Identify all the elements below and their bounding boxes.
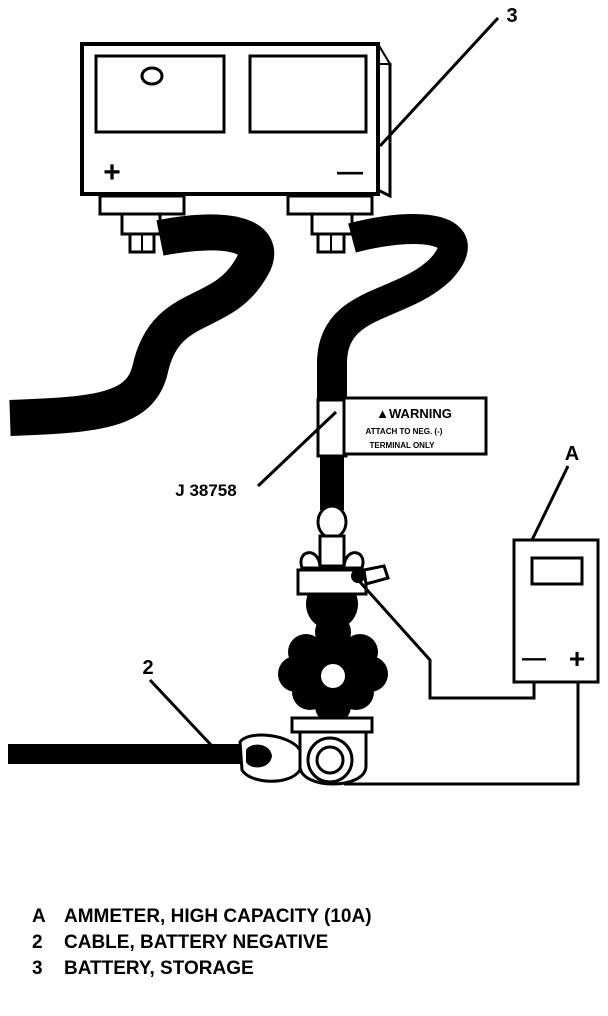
battery-callout: 3 — [506, 5, 517, 27]
ammeter-positive-symbol: + — [569, 643, 585, 674]
battery-positive-symbol: + — [103, 156, 121, 189]
legend-row: 3 BATTERY, STORAGE — [26, 956, 586, 982]
tool-knob — [278, 614, 388, 724]
battery-window-left — [94, 54, 226, 134]
ammeter-negative-lead — [358, 580, 536, 700]
positive-cable — [9, 214, 275, 436]
warning-tag-title: ▲WARNING — [376, 406, 452, 421]
legend-row: 2 CABLE, BATTERY NEGATIVE — [26, 930, 586, 956]
battery-negative-symbol: — — [337, 156, 363, 186]
legend-key: 3 — [32, 958, 43, 979]
warning-tag: ▲WARNING ATTACH TO NEG. (-) TERMINAL ONL… — [316, 396, 488, 458]
battery-indicator-eye — [140, 66, 164, 86]
ammeter-negative-symbol: — — [522, 645, 546, 672]
positive-terminal — [120, 212, 162, 254]
cable-callout-leader — [148, 678, 214, 748]
ammeter-display — [530, 556, 584, 586]
legend-key: 2 — [32, 932, 43, 953]
ammeter-callout-leader — [530, 465, 570, 541]
battery-window-right — [248, 54, 368, 134]
ammeter-callout: A — [565, 443, 579, 465]
legend: A AMMETER, HIGH CAPACITY (10A) 2 CABLE, … — [26, 904, 586, 982]
legend-key: A — [32, 906, 46, 927]
tool-callout: J 38758 — [175, 481, 236, 500]
warning-tag-line2: TERMINAL ONLY — [370, 441, 436, 450]
battery-callout-leader — [378, 16, 500, 148]
negative-terminal — [310, 212, 354, 254]
legend-row: A AMMETER, HIGH CAPACITY (10A) — [26, 904, 586, 930]
disconnect-switch-tool — [278, 504, 390, 786]
battery: + — — [80, 42, 392, 216]
ammeter: — + — [512, 538, 600, 684]
battery-negative-lead — [317, 214, 468, 400]
warning-tag-line1: ATTACH TO NEG. (-) — [366, 427, 443, 436]
battery-negative-cable — [8, 733, 302, 783]
cable-callout: 2 — [142, 657, 153, 679]
legend-text: AMMETER, HIGH CAPACITY (10A) — [64, 906, 372, 927]
ammeter-positive-lead — [344, 682, 580, 786]
tool-callout-leader — [256, 410, 338, 488]
legend-text: CABLE, BATTERY NEGATIVE — [64, 932, 329, 953]
legend-text: BATTERY, STORAGE — [64, 958, 254, 979]
